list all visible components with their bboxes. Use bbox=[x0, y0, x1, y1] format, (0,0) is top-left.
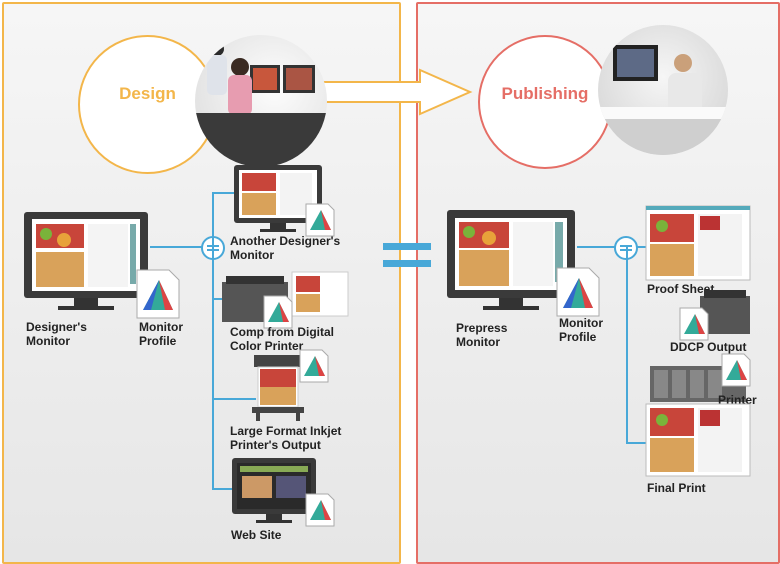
output-label: Large Format Inkjet Printer's Output bbox=[230, 424, 342, 452]
profile-icon bbox=[721, 353, 751, 387]
connector bbox=[212, 398, 256, 400]
connector bbox=[212, 192, 214, 490]
design-circle: Design bbox=[78, 35, 217, 174]
profile-icon bbox=[679, 307, 709, 341]
website-monitor-image bbox=[232, 458, 316, 523]
prepress-monitor-image bbox=[447, 210, 575, 310]
connector bbox=[636, 246, 648, 248]
profile-icon bbox=[263, 295, 293, 329]
monitor-profile-icon bbox=[136, 269, 180, 319]
design-title: Design bbox=[119, 84, 176, 103]
connector bbox=[150, 246, 202, 248]
equals-icon bbox=[383, 243, 431, 267]
profile-icon bbox=[299, 349, 329, 383]
output-label: Comp from Digital Color Printer bbox=[230, 325, 334, 353]
another-monitor-image bbox=[234, 165, 322, 232]
output-label: Web Site bbox=[231, 528, 282, 542]
publishing-title: Publishing bbox=[501, 84, 589, 103]
designer-monitor-label: Designer's Monitor bbox=[26, 320, 87, 348]
final-print-image bbox=[645, 403, 751, 477]
profile-icon bbox=[305, 203, 335, 237]
proof-sheet-image bbox=[645, 205, 751, 281]
output-label: Another Designer's Monitor bbox=[230, 234, 341, 262]
publishing-photo bbox=[598, 25, 728, 155]
design-photo bbox=[195, 35, 327, 167]
connector bbox=[212, 192, 236, 194]
connector bbox=[577, 246, 615, 248]
flow-arrow bbox=[299, 68, 473, 116]
design-profile-label: Monitor Profile bbox=[139, 320, 183, 348]
connector bbox=[626, 442, 648, 444]
prepress-monitor-label: Prepress Monitor bbox=[456, 321, 508, 349]
monitor-profile-icon bbox=[556, 267, 600, 317]
inkjet-printer-image bbox=[252, 355, 304, 421]
connector bbox=[212, 488, 234, 490]
output-label: Final Print bbox=[647, 481, 706, 495]
profile-icon bbox=[305, 493, 335, 527]
color-printer-image bbox=[222, 271, 349, 322]
connector bbox=[626, 247, 628, 443]
output-label: DDCP Output bbox=[670, 340, 747, 354]
designer-monitor-image bbox=[24, 212, 148, 310]
publishing-profile-label: Monitor Profile bbox=[559, 316, 603, 344]
publishing-circle: Publishing bbox=[478, 35, 612, 169]
